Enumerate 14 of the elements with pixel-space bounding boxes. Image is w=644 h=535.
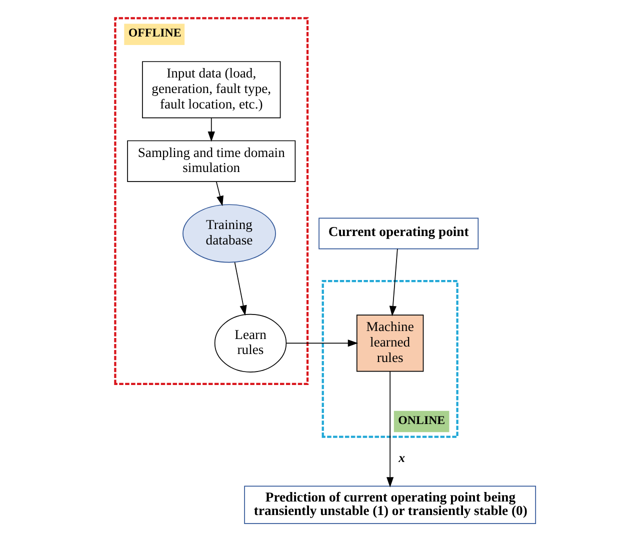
node-ellipse: Learn rules xyxy=(214,314,287,372)
node-box: Prediction of current operating point being transiently unstable (1) or transiently stable (0) xyxy=(244,486,536,524)
arrow xyxy=(216,181,224,206)
node-ellipse: Training database xyxy=(182,204,276,263)
node-box: Machine learned rules xyxy=(356,314,424,372)
edge-label: x xyxy=(398,450,405,465)
node-box: Input data (load, generation, fault type, fault location, etc.) xyxy=(142,61,281,118)
arrow xyxy=(208,118,215,142)
arrow xyxy=(286,340,358,347)
arrow xyxy=(386,371,394,488)
node-box: Sampling and time domain simulation xyxy=(127,140,296,182)
arrow xyxy=(389,248,398,316)
arrow xyxy=(234,262,247,316)
node-box: Current operating point xyxy=(318,218,479,250)
